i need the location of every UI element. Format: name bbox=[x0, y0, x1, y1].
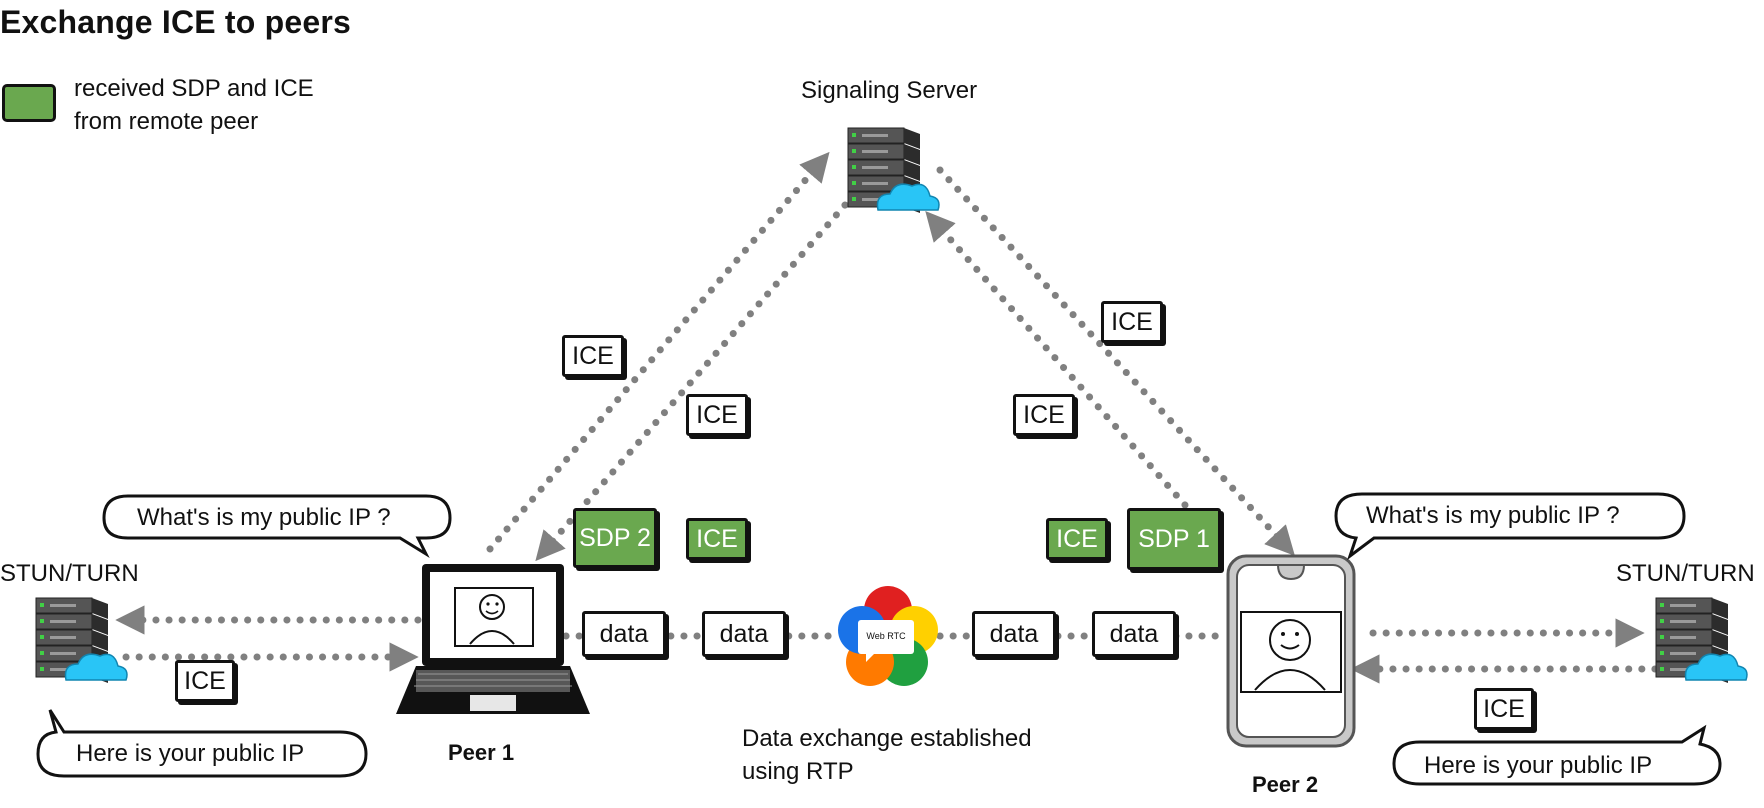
stun-right-question: What's is my public IP ? bbox=[1366, 502, 1620, 529]
page-title: Exchange ICE to peers bbox=[0, 4, 351, 40]
legend-line-2: from remote peer bbox=[74, 108, 259, 135]
data-packet-1: data bbox=[582, 611, 666, 657]
signaling-server-icon bbox=[847, 127, 940, 214]
stun-arrows-left bbox=[115, 605, 422, 672]
webrtc-logo-text: Web RTC bbox=[866, 631, 906, 641]
peer1-received-sdp: SDP 2 bbox=[573, 508, 657, 568]
legend-line-1: received SDP and ICE bbox=[74, 75, 314, 102]
speech-bubbles bbox=[36, 492, 1722, 786]
bubble-answer-left bbox=[36, 709, 368, 778]
stun-right-answer: Here is your public IP bbox=[1424, 752, 1653, 779]
ice-box-peer2-to-server: ICE bbox=[1101, 301, 1163, 343]
ice-box-stun-left: ICE bbox=[175, 660, 235, 702]
ice-box-server-to-peer1: ICE bbox=[686, 394, 748, 436]
peer2-received-ice: ICE bbox=[1046, 518, 1108, 560]
peer2-label: Peer 2 bbox=[1252, 772, 1319, 797]
ice-box-server-to-peer2: ICE bbox=[1013, 394, 1075, 436]
signaling-arrows-peer1 bbox=[486, 151, 849, 562]
stun-server-left-icon bbox=[35, 597, 128, 684]
bubble-answer-right bbox=[1392, 724, 1722, 786]
data-packet-2: data bbox=[702, 611, 786, 657]
stun-arrows-right bbox=[1350, 618, 1659, 684]
bubble-question-left bbox=[102, 494, 452, 559]
laptop-icon bbox=[396, 564, 590, 714]
signaling-arrows-peer2 bbox=[925, 166, 1295, 556]
ice-box-stun-right: ICE bbox=[1474, 688, 1534, 730]
data-caption-line-2: using RTP bbox=[742, 758, 854, 785]
legend-swatch bbox=[2, 84, 56, 122]
data-packet-3: data bbox=[972, 611, 1056, 657]
stun-right-label: STUN/TURN bbox=[1616, 560, 1755, 587]
peer1-label: Peer 1 bbox=[448, 740, 515, 765]
signaling-server-label: Signaling Server bbox=[801, 77, 978, 104]
stun-left-question: What's is my public IP ? bbox=[137, 504, 391, 531]
legend-text: received SDP and ICE from remote peer bbox=[74, 72, 314, 138]
webrtc-logo-icon bbox=[838, 586, 938, 686]
stun-server-right-icon bbox=[1655, 597, 1748, 684]
data-packet-4: data bbox=[1092, 611, 1176, 657]
data-caption: Data exchange established using RTP bbox=[742, 722, 1032, 788]
stun-left-answer: Here is your public IP bbox=[76, 740, 305, 767]
peer1-received-ice: ICE bbox=[686, 518, 748, 560]
peer2-received-sdp: SDP 1 bbox=[1127, 508, 1221, 570]
ice-box-peer1-to-server: ICE bbox=[562, 335, 624, 377]
data-caption-line-1: Data exchange established bbox=[742, 725, 1032, 752]
phone-icon bbox=[1226, 554, 1356, 748]
stun-left-label: STUN/TURN bbox=[0, 560, 139, 587]
bubble-question-right bbox=[1334, 492, 1686, 561]
